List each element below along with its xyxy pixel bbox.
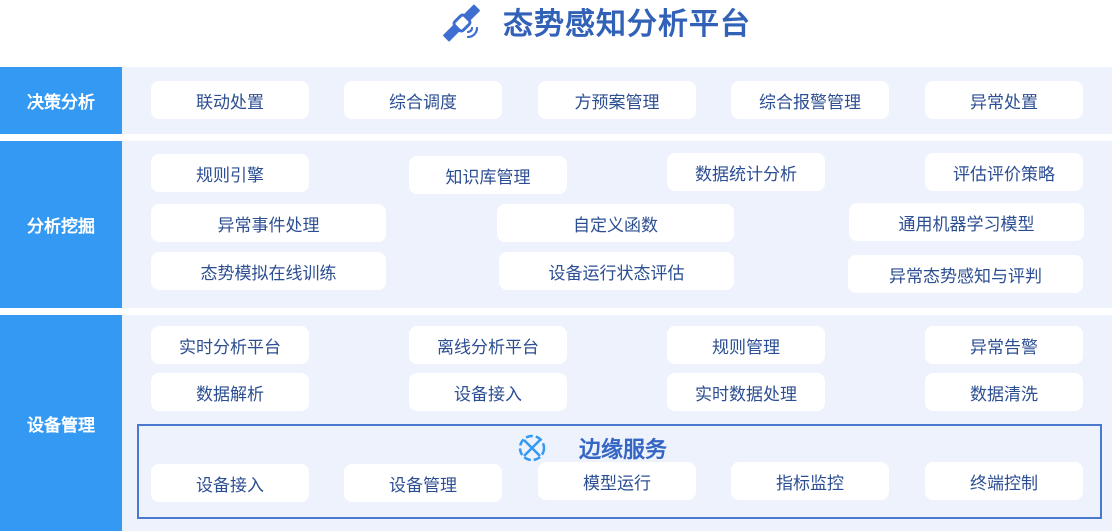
edge-module-chip[interactable]: 设备接入	[151, 464, 309, 502]
module-chip[interactable]: 综合报警管理	[731, 81, 889, 119]
module-chip[interactable]: 综合调度	[344, 81, 502, 119]
edge-module-chip[interactable]: 指标监控	[731, 462, 889, 500]
module-chip[interactable]: 数据解析	[151, 373, 309, 411]
module-chip[interactable]: 数据统计分析	[667, 153, 825, 191]
edge-module-chip[interactable]: 模型运行	[538, 462, 696, 500]
layer-decision-analysis: 决策分析 联动处置 综合调度 方预案管理 综合报警管理 异常处置	[0, 67, 1112, 134]
layer-label: 设备管理	[0, 315, 122, 531]
layer-device-management: 设备管理 实时分析平台 离线分析平台 规则管理 异常告警 数据解析 设备接入 实…	[0, 315, 1112, 531]
layer-body: 规则引擎 知识库管理 数据统计分析 评估评价策略 异常事件处理 自定义函数 通用…	[122, 141, 1112, 308]
page-header: 态势感知分析平台	[0, 0, 1112, 52]
module-chip[interactable]: 规则管理	[667, 326, 825, 364]
module-chip[interactable]: 设备运行状态评估	[499, 252, 734, 290]
edge-network-icon	[518, 434, 546, 462]
edge-service-title: 边缘服务	[579, 438, 668, 463]
page-title: 态势感知分析平台	[503, 7, 751, 42]
module-chip[interactable]: 规则引擎	[151, 154, 309, 192]
module-chip[interactable]: 设备接入	[409, 373, 567, 411]
layer-body: 实时分析平台 离线分析平台 规则管理 异常告警 数据解析 设备接入 实时数据处理…	[122, 315, 1112, 531]
module-chip[interactable]: 异常告警	[925, 326, 1083, 364]
module-chip[interactable]: 通用机器学习模型	[849, 203, 1084, 241]
module-chip[interactable]: 联动处置	[151, 81, 309, 119]
module-chip[interactable]: 实时数据处理	[667, 373, 825, 411]
layer-label: 决策分析	[0, 67, 122, 134]
satellite-icon	[443, 4, 480, 42]
edge-service-group: 边缘服务 设备接入 设备管理 模型运行 指标监控 终端控制	[137, 424, 1102, 519]
layer-body: 联动处置 综合调度 方预案管理 综合报警管理 异常处置	[122, 67, 1112, 134]
module-chip[interactable]: 知识库管理	[409, 156, 567, 194]
module-chip[interactable]: 异常态势感知与评判	[848, 255, 1083, 293]
module-chip[interactable]: 数据清洗	[925, 373, 1083, 411]
module-chip[interactable]: 方预案管理	[538, 81, 696, 119]
module-chip[interactable]: 离线分析平台	[409, 326, 567, 364]
module-chip[interactable]: 异常事件处理	[151, 204, 386, 242]
module-chip[interactable]: 态势模拟在线训练	[151, 252, 386, 290]
layer-analysis-mining: 分析挖掘 规则引擎 知识库管理 数据统计分析 评估评价策略 异常事件处理 自定义…	[0, 141, 1112, 308]
module-chip[interactable]: 评估评价策略	[925, 153, 1083, 191]
layer-label: 分析挖掘	[0, 141, 122, 308]
edge-module-chip[interactable]: 终端控制	[925, 462, 1083, 500]
module-chip[interactable]: 自定义函数	[497, 204, 734, 242]
edge-module-chip[interactable]: 设备管理	[344, 464, 502, 502]
module-chip[interactable]: 异常处置	[925, 81, 1083, 119]
module-chip[interactable]: 实时分析平台	[151, 326, 309, 364]
